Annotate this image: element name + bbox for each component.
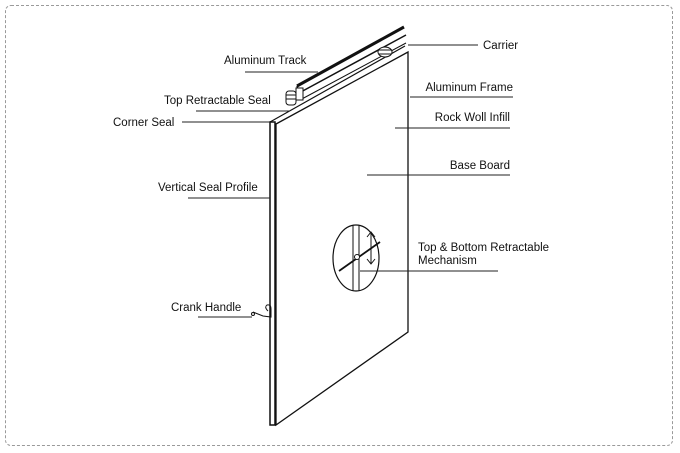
- label-vertical-seal-profile: Vertical Seal Profile: [158, 182, 258, 194]
- top-edge: [269, 45, 406, 123]
- vertical-seal-profile: [269, 121, 276, 426]
- top-retractable-seal-icon: [285, 87, 304, 106]
- label-mechanism-line1: Top & Bottom Retractable: [418, 242, 549, 254]
- panel: [251, 25, 409, 427]
- dashed-border: [5, 5, 673, 446]
- leader-lines: [182, 44, 513, 318]
- label-rock-wool-infill: Rock Woll Infill: [435, 112, 510, 124]
- label-aluminum-track: Aluminum Track: [224, 55, 307, 67]
- label-base-board: Base Board: [450, 160, 510, 172]
- label-mechanism-line2: Mechanism: [418, 255, 477, 267]
- label-crank-handle: Crank Handle: [171, 302, 241, 314]
- label-carrier: Carrier: [483, 40, 518, 52]
- aluminum-track: [296, 25, 405, 88]
- label-aluminum-frame: Aluminum Frame: [425, 82, 513, 94]
- crank-handle-icon: [252, 304, 272, 318]
- carrier-icon: [377, 46, 393, 58]
- label-corner-seal: Corner Seal: [113, 117, 174, 129]
- mechanism-detail: [332, 224, 381, 292]
- label-top-retractable-seal: Top Retractable Seal: [164, 95, 271, 107]
